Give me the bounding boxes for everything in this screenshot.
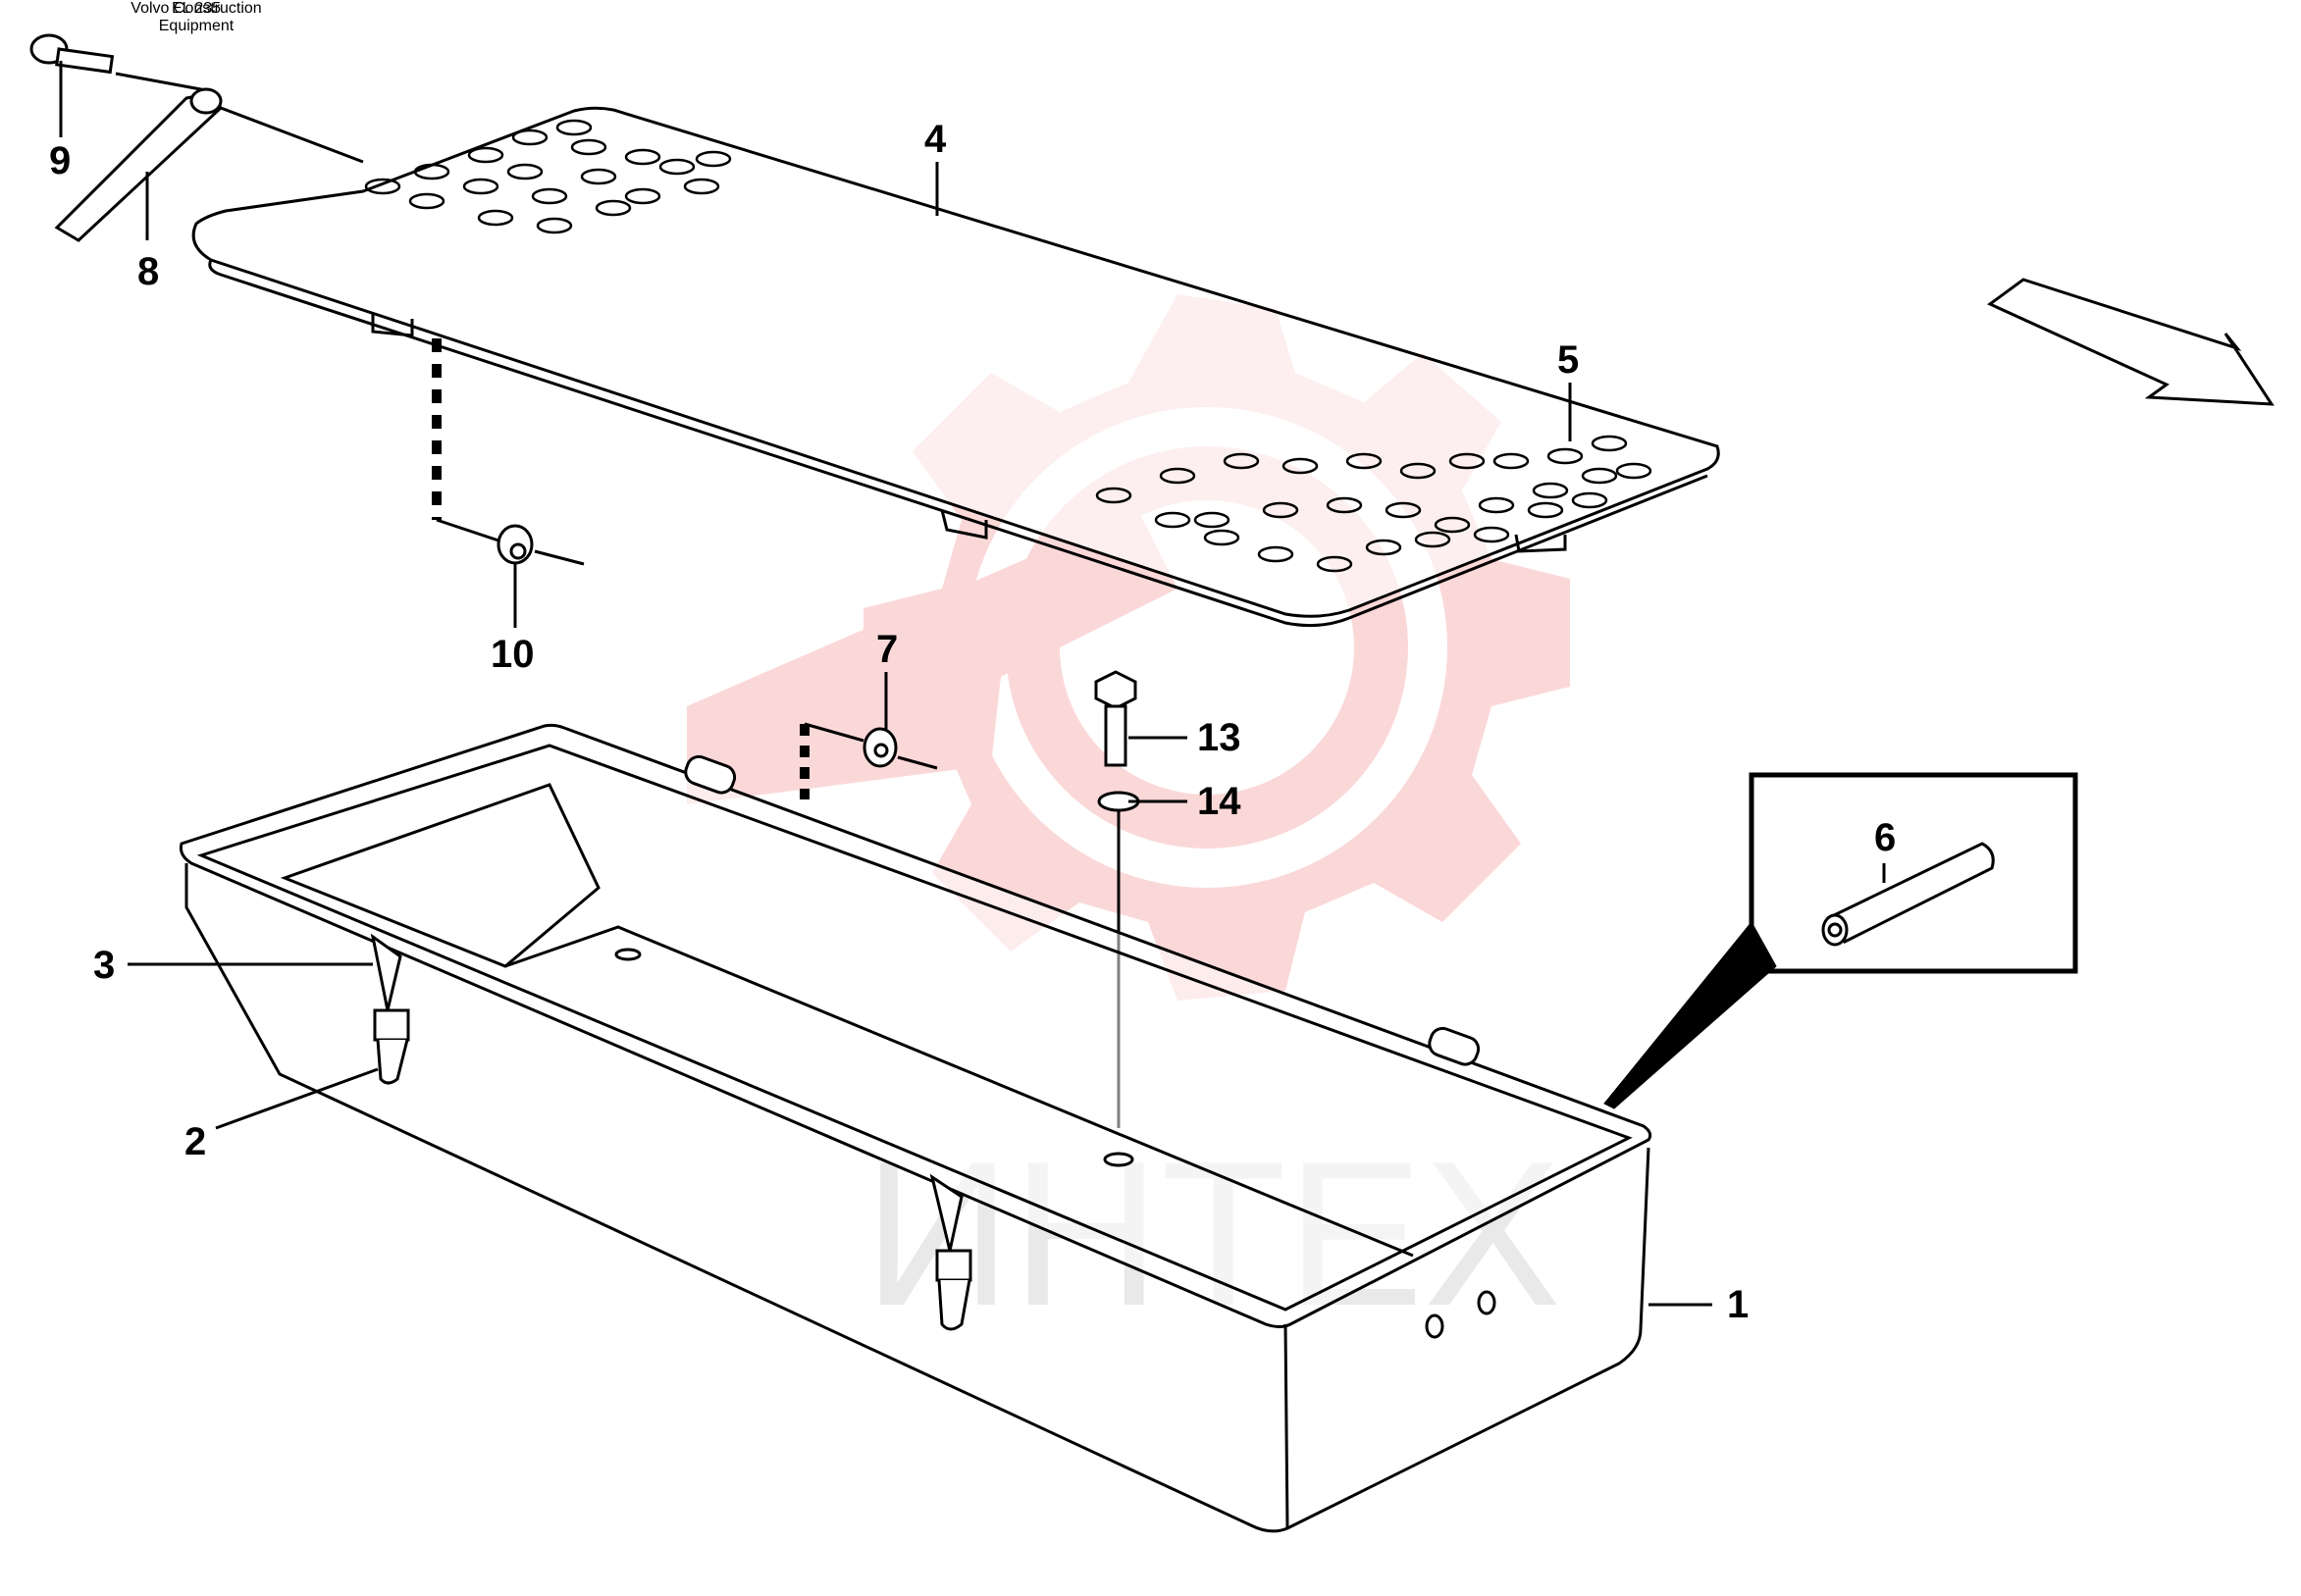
direction-arrow-icon bbox=[1987, 278, 2275, 406]
callout-2: 2 bbox=[184, 1120, 206, 1163]
part-nut-10 bbox=[432, 338, 585, 566]
callout-1: 1 bbox=[1727, 1283, 1749, 1326]
latch-center bbox=[929, 1173, 972, 1331]
part-bolt-9 bbox=[29, 33, 207, 92]
callout-5: 5 bbox=[1557, 338, 1579, 382]
callout-4: 4 bbox=[924, 118, 947, 161]
manufacturer-line-2: Equipment bbox=[158, 18, 235, 34]
callout-14: 14 bbox=[1197, 780, 1241, 823]
part-bolt-13 bbox=[1094, 670, 1140, 1128]
part-handle-8 bbox=[54, 87, 364, 242]
drawing-code: EL 235 bbox=[171, 0, 222, 17]
part-lid-plate bbox=[191, 106, 1720, 628]
callout-13: 13 bbox=[1197, 716, 1241, 759]
part-washer-7 bbox=[800, 722, 938, 799]
callout-labels: 1 2 3 4 5 6 7 8 9 10 13 14 bbox=[49, 118, 1896, 1326]
callout-10: 10 bbox=[491, 633, 535, 676]
lid-holes-left bbox=[364, 119, 732, 234]
callout-3: 3 bbox=[93, 944, 115, 987]
inset-detail-box bbox=[1603, 772, 2078, 1109]
callout-6: 6 bbox=[1874, 816, 1896, 859]
leader-lines bbox=[59, 61, 1886, 1307]
part-toolbox-1 bbox=[180, 723, 1652, 1533]
part-pin-6 bbox=[1821, 842, 1995, 947]
callout-7: 7 bbox=[876, 628, 898, 671]
lid-holes-right bbox=[1095, 435, 1652, 573]
manufacturer-line-1: Volvo Construction bbox=[131, 0, 262, 17]
callout-9: 9 bbox=[49, 139, 71, 182]
latch-left bbox=[370, 933, 410, 1085]
callout-8: 8 bbox=[137, 250, 159, 293]
manufacturer-label: Volvo Construction Equipment bbox=[59, 0, 334, 35]
